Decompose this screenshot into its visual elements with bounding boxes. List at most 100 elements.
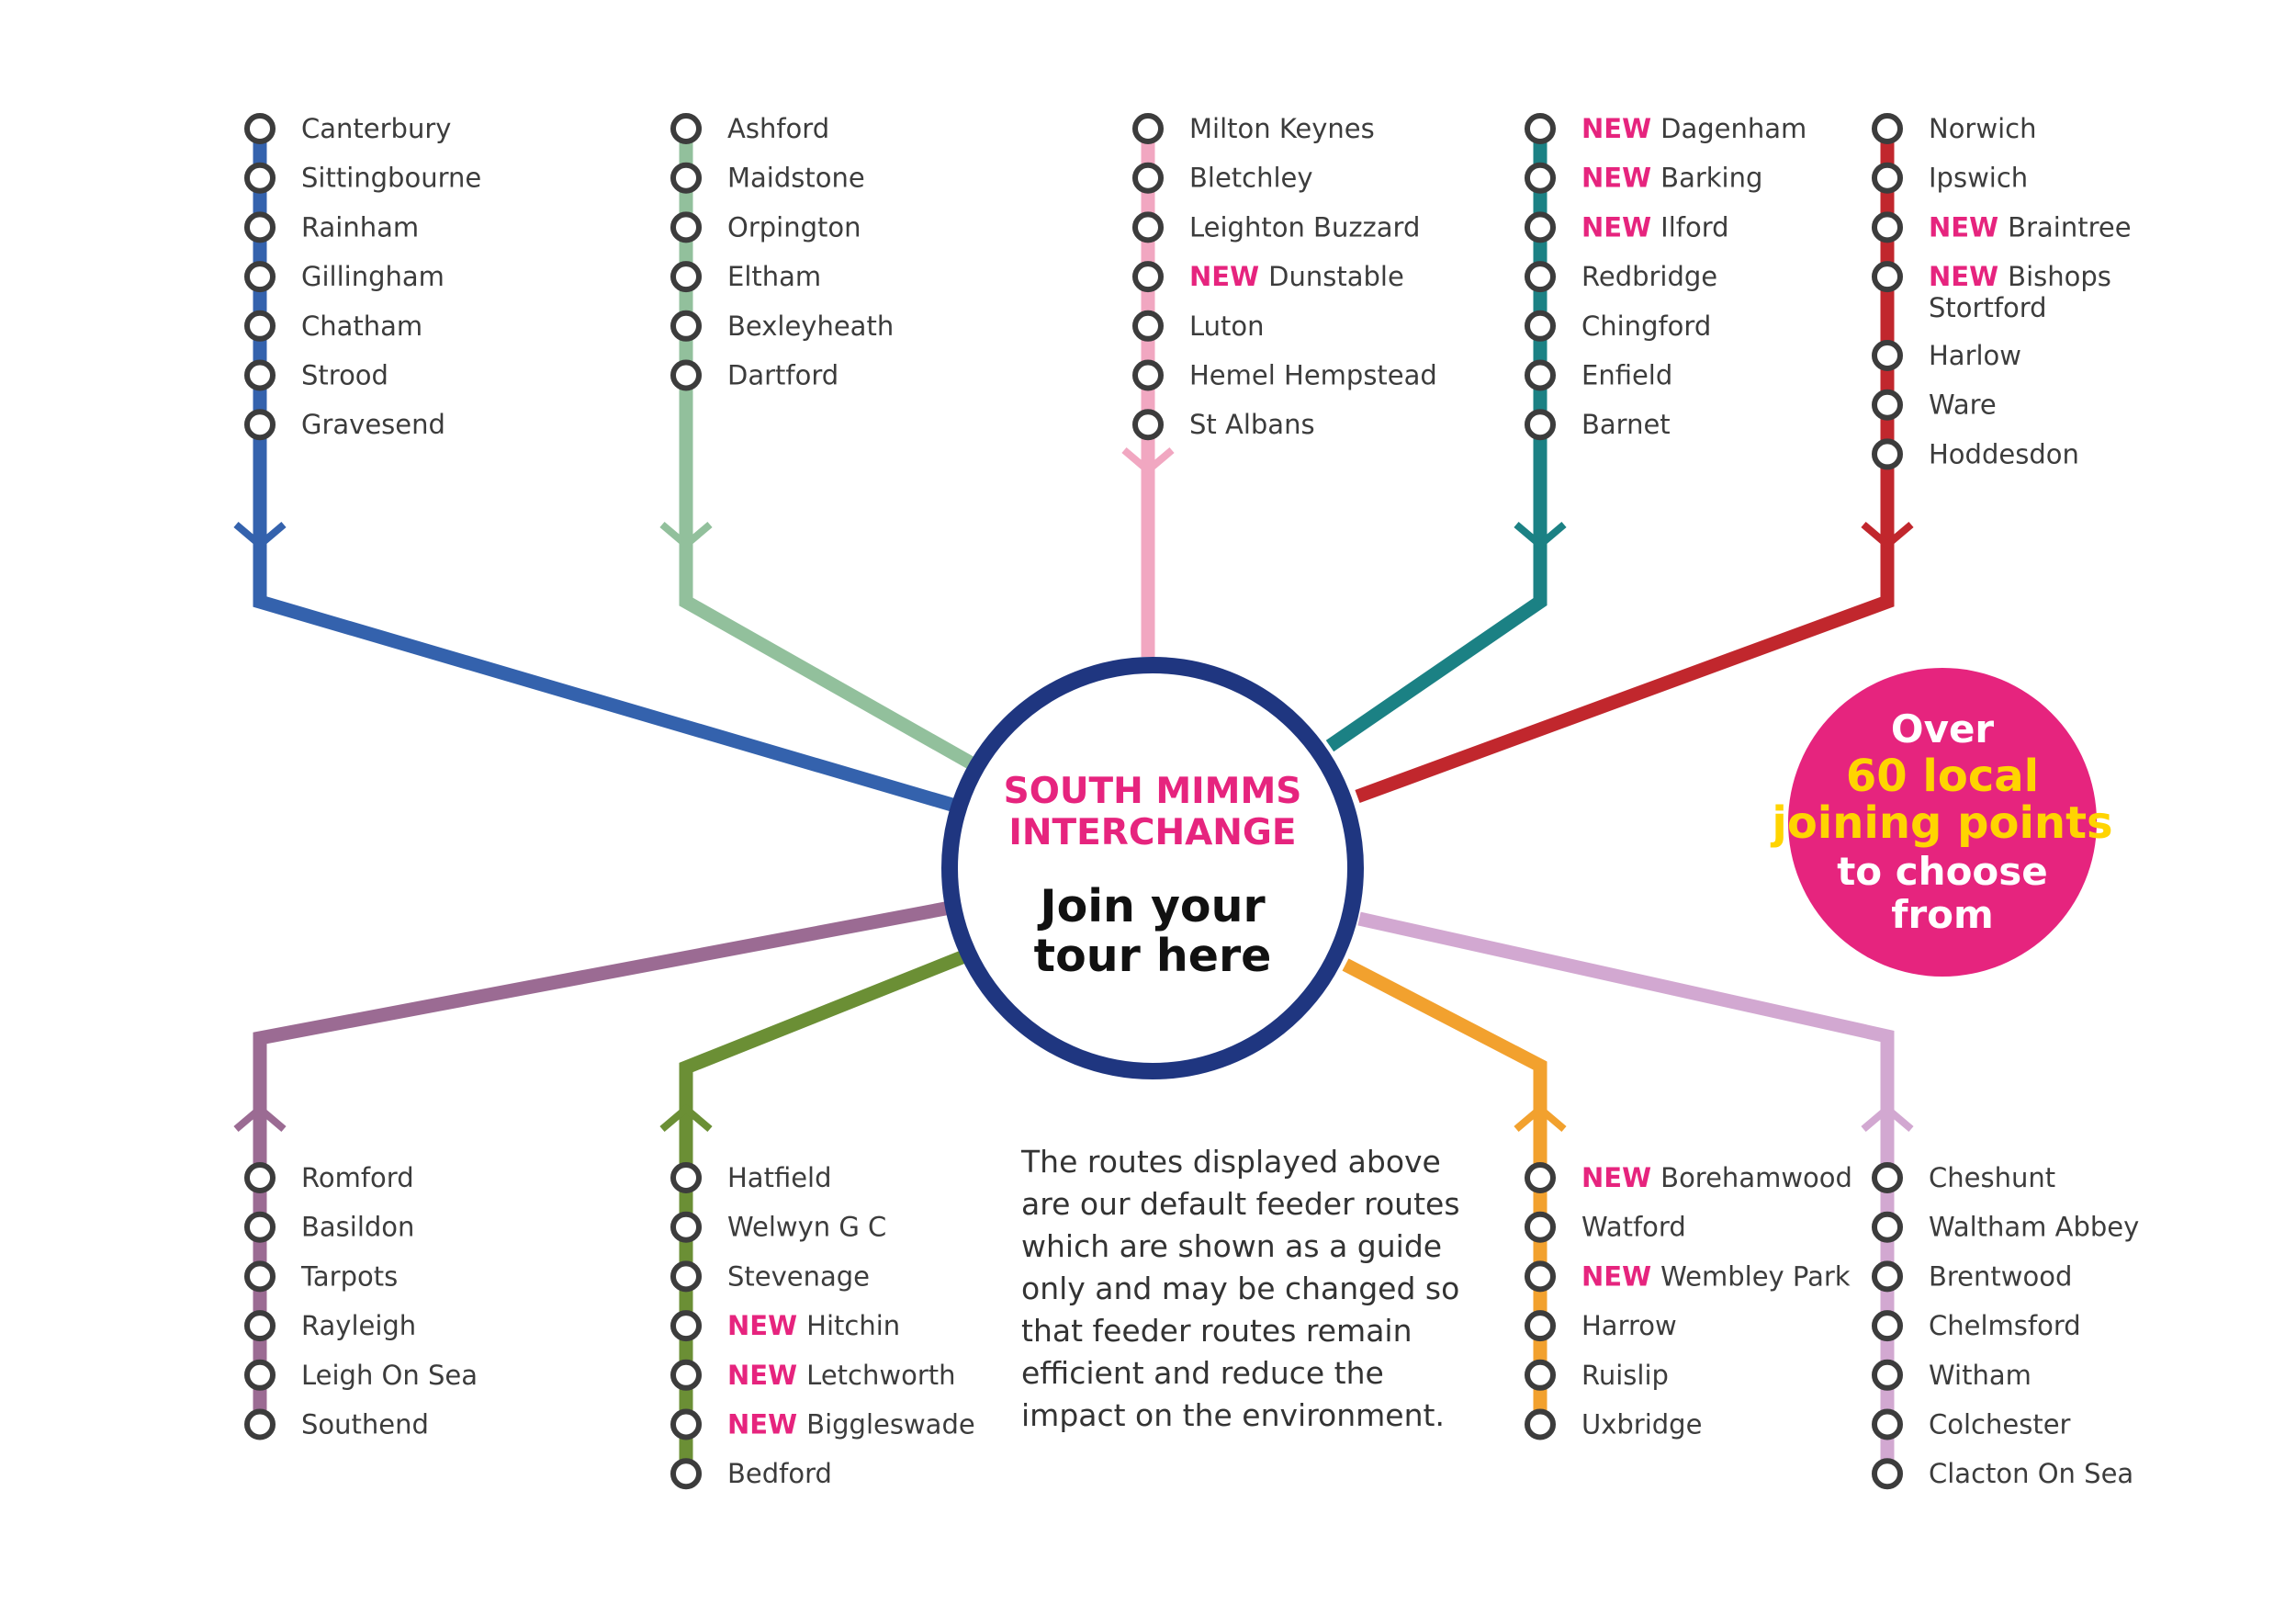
note-line: only and may be changed so bbox=[1021, 1271, 1459, 1306]
station-label: Eltham bbox=[727, 261, 821, 292]
station-marker-icon bbox=[244, 1310, 276, 1342]
station-label: Sittingbourne bbox=[301, 163, 481, 194]
route-stops: CanterburySittingbourneRainhamGillingham… bbox=[244, 113, 2139, 1490]
station-marker-icon bbox=[670, 359, 702, 391]
station-label: NEW Biggleswade bbox=[727, 1409, 975, 1440]
station-label: NEW Borehamwood bbox=[1581, 1162, 1852, 1193]
route-line bbox=[1342, 958, 1548, 1425]
station-marker-icon bbox=[670, 211, 702, 243]
station-label: Orpington bbox=[727, 211, 861, 243]
station-label: Clacton On Sea bbox=[1929, 1458, 2133, 1489]
station-name: Dartford bbox=[727, 360, 838, 391]
station-name: Braintree bbox=[2008, 211, 2131, 243]
badge-line5: from bbox=[1891, 892, 1994, 937]
station-marker-icon bbox=[244, 1359, 276, 1391]
station-label: Gravesend bbox=[301, 409, 445, 440]
station-marker-icon bbox=[1872, 1211, 1903, 1243]
station-name: Southend bbox=[301, 1409, 429, 1440]
station-name: Waltham Abbey bbox=[1929, 1212, 2139, 1243]
direction-arrow-icon bbox=[233, 1103, 287, 1133]
station-name: Biggleswade bbox=[806, 1409, 975, 1440]
station-marker-icon bbox=[244, 211, 276, 243]
station-marker-icon bbox=[1525, 1408, 1556, 1440]
badge-line1: Over bbox=[1891, 706, 1995, 751]
station-marker-icon bbox=[670, 1408, 702, 1440]
note-line: which are shown as a guide bbox=[1021, 1228, 1442, 1264]
station-label: Chingford bbox=[1581, 311, 1711, 342]
route-line bbox=[253, 899, 957, 1425]
station-name: Welwyn G C bbox=[727, 1212, 886, 1243]
station-marker-icon bbox=[1132, 211, 1164, 243]
station-label: St Albans bbox=[1189, 409, 1315, 440]
station-name: St Albans bbox=[1189, 409, 1315, 440]
station-label: NEW Ilford bbox=[1581, 211, 1729, 243]
station-label: Bedford bbox=[727, 1458, 832, 1489]
station-name: Orpington bbox=[727, 211, 861, 243]
station-name: Romford bbox=[301, 1162, 414, 1193]
new-tag: NEW bbox=[727, 1310, 806, 1341]
station-label: Colchester bbox=[1929, 1409, 2071, 1440]
station-marker-icon bbox=[1525, 211, 1556, 243]
station-marker-icon bbox=[670, 1458, 702, 1490]
station-label: Brentwood bbox=[1929, 1260, 2072, 1292]
station-label: NEW Letchworth bbox=[727, 1360, 956, 1391]
station-marker-icon bbox=[670, 1162, 702, 1193]
station-label: Hoddesdon bbox=[1929, 438, 2079, 469]
station-marker-icon bbox=[1872, 1310, 1903, 1342]
station-marker-icon bbox=[1132, 409, 1164, 441]
station-label: Ipswich bbox=[1929, 163, 2028, 194]
station-marker-icon bbox=[670, 1310, 702, 1342]
direction-arrow-icon bbox=[659, 521, 713, 550]
joining-points-badge: Over 60 local joining points to choose f… bbox=[1770, 668, 2113, 977]
station-marker-icon bbox=[670, 1359, 702, 1391]
station-name: Hatfield bbox=[727, 1162, 832, 1193]
station-marker-icon bbox=[1872, 438, 1903, 470]
station-name: Bedford bbox=[727, 1458, 832, 1489]
station-label: Leigh On Sea bbox=[301, 1360, 478, 1391]
station-name: Ilford bbox=[1660, 211, 1728, 243]
station-name: Stevenage bbox=[727, 1260, 870, 1292]
station-marker-icon bbox=[1872, 1359, 1903, 1391]
station-label: NEW Dunstable bbox=[1189, 261, 1404, 292]
station-name: Leigh On Sea bbox=[301, 1360, 478, 1391]
station-label: Romford bbox=[301, 1162, 414, 1193]
station-label: Rayleigh bbox=[301, 1310, 416, 1341]
station-marker-icon bbox=[244, 162, 276, 194]
station-name: Colchester bbox=[1929, 1409, 2071, 1440]
direction-arrow-icon bbox=[233, 521, 287, 550]
route-note: The routes displayed above are our defau… bbox=[1020, 1144, 1460, 1433]
station-label: Cheshunt bbox=[1929, 1162, 2055, 1193]
direction-arrow-icon bbox=[1861, 1103, 1914, 1133]
station-name: Letchworth bbox=[806, 1360, 955, 1391]
station-marker-icon bbox=[1872, 261, 1903, 293]
station-marker-icon bbox=[1132, 359, 1164, 391]
station-label: Canterbury bbox=[301, 113, 451, 144]
station-name: Ruislip bbox=[1581, 1360, 1669, 1391]
station-marker-icon bbox=[244, 359, 276, 391]
direction-arrow-icon bbox=[1121, 446, 1175, 476]
station-label: Tarpots bbox=[300, 1260, 398, 1292]
station-name: Rainham bbox=[301, 211, 419, 243]
new-tag: NEW bbox=[1581, 211, 1660, 243]
station-name: Chingford bbox=[1581, 311, 1711, 342]
hub-join-line2: tour here bbox=[1034, 930, 1272, 982]
note-line: that feeder routes remain bbox=[1021, 1313, 1412, 1349]
badge-line4: to choose bbox=[1837, 849, 2048, 894]
station-name: Bishops bbox=[2008, 261, 2111, 292]
station-marker-icon bbox=[244, 113, 276, 144]
station-name: Bexleyheath bbox=[727, 311, 894, 342]
new-tag: NEW bbox=[1929, 211, 2008, 243]
station-marker-icon bbox=[244, 1211, 276, 1243]
station-marker-icon bbox=[1872, 1458, 1903, 1490]
station-label: Chelmsford bbox=[1929, 1310, 2081, 1341]
station-name: Rayleigh bbox=[301, 1310, 416, 1341]
new-tag: NEW bbox=[1581, 1162, 1660, 1193]
direction-arrow-icon bbox=[1514, 521, 1567, 550]
station-marker-icon bbox=[1525, 113, 1556, 144]
station-name: Milton Keynes bbox=[1189, 113, 1375, 144]
station-label: NEW Barking bbox=[1581, 163, 1762, 194]
station-name: Witham bbox=[1929, 1360, 2032, 1391]
station-label: NEW Dagenham bbox=[1581, 113, 1806, 144]
station-marker-icon bbox=[1872, 1408, 1903, 1440]
